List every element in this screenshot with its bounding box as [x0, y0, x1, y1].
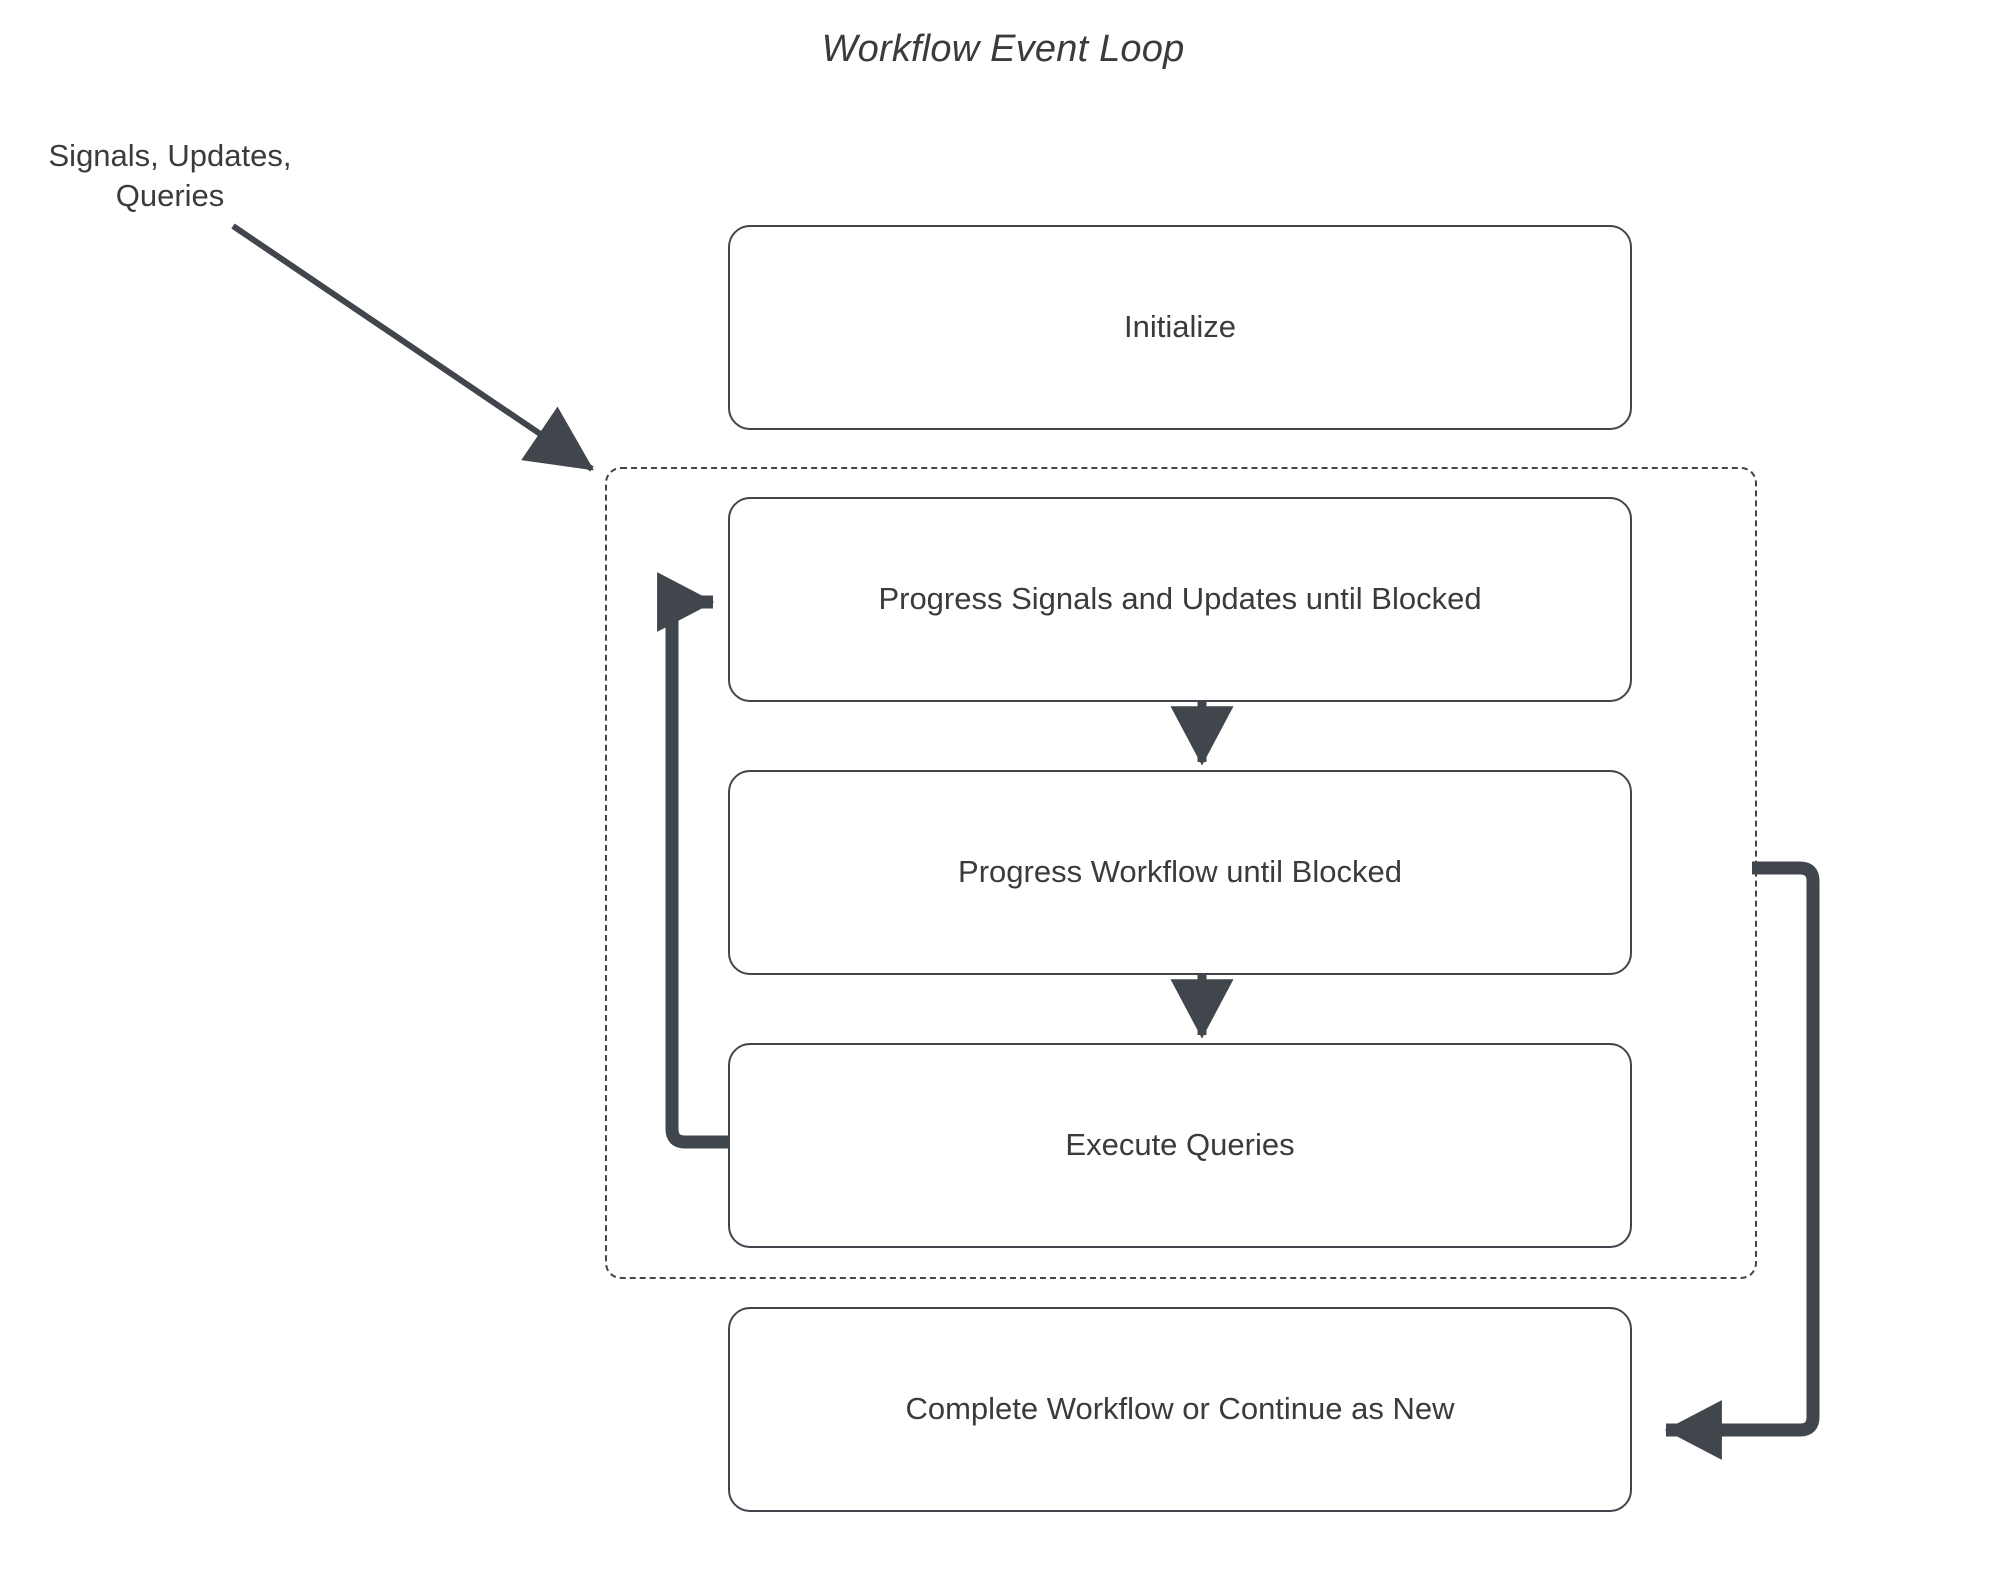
edge-loop-back-to-progress-signals: [657, 572, 728, 1149]
edge-external-input: [231, 223, 594, 472]
edge-loop-exit-to-complete-workflow: [1664, 861, 1820, 1460]
node-complete-workflow-label: Complete Workflow or Continue as New: [905, 1391, 1455, 1427]
node-progress-signals[interactable]: Progress Signals and Updates until Block…: [728, 497, 1632, 702]
node-initialize[interactable]: Initialize: [728, 225, 1632, 430]
external-input-label-line-2: Queries: [115, 177, 225, 213]
node-progress-workflow[interactable]: Progress Workflow until Blocked: [728, 770, 1632, 975]
node-progress-workflow-label: Progress Workflow until Blocked: [958, 854, 1402, 890]
node-initialize-label: Initialize: [1124, 309, 1236, 345]
node-complete-workflow[interactable]: Complete Workflow or Continue as New: [728, 1307, 1632, 1512]
external-input-label-line-1: Signals, Updates,: [48, 138, 292, 173]
node-execute-queries-label: Execute Queries: [1065, 1127, 1295, 1163]
node-progress-signals-label: Progress Signals and Updates until Block…: [878, 581, 1482, 617]
page-title: Workflow Event Loop: [821, 28, 1185, 70]
external-input-label: Signals, Updates, Queries: [10, 136, 330, 215]
node-execute-queries[interactable]: Execute Queries: [728, 1043, 1632, 1248]
